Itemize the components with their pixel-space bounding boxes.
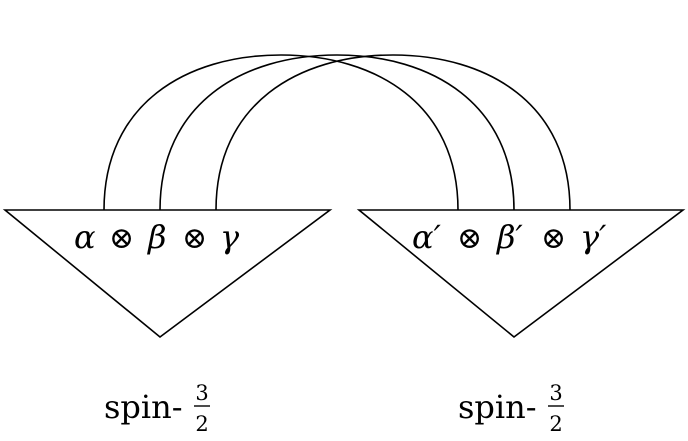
right-triangle: α′ ⊗ β′ ⊗ γ′ bbox=[356, 209, 686, 339]
left-index-gamma: γ bbox=[220, 218, 240, 256]
contraction-arcs bbox=[103, 54, 571, 211]
arc-alpha bbox=[103, 54, 459, 211]
right-tensor-op-1: ⊗ bbox=[457, 221, 482, 256]
right-index-gamma-prime: γ′ bbox=[580, 218, 607, 256]
left-caption-denominator: 2 bbox=[195, 412, 208, 436]
left-index-beta: β bbox=[147, 218, 167, 256]
right-index-alpha-prime: α′ bbox=[412, 218, 442, 256]
left-index-alpha: α bbox=[74, 218, 96, 256]
right-caption-numerator: 3 bbox=[549, 381, 562, 405]
arc-gamma bbox=[215, 54, 571, 211]
left-caption: spin- 3 2 bbox=[104, 381, 210, 436]
left-triangle-shape bbox=[2, 209, 333, 339]
left-caption-numerator: 3 bbox=[195, 381, 208, 405]
right-caption-text: spin- bbox=[458, 388, 537, 426]
right-caption-denominator: 2 bbox=[549, 412, 562, 436]
left-caption-text: spin- bbox=[104, 388, 183, 426]
right-triangle-shape bbox=[356, 209, 686, 339]
left-triangle: α ⊗ β ⊗ γ bbox=[2, 209, 333, 339]
left-tensor-op-1: ⊗ bbox=[109, 221, 134, 256]
right-index-beta-prime: β′ bbox=[496, 218, 524, 256]
right-tensor-op-2: ⊗ bbox=[541, 221, 566, 256]
right-caption: spin- 3 2 bbox=[458, 381, 564, 436]
left-tensor-op-2: ⊗ bbox=[182, 221, 207, 256]
arc-beta bbox=[159, 54, 515, 211]
